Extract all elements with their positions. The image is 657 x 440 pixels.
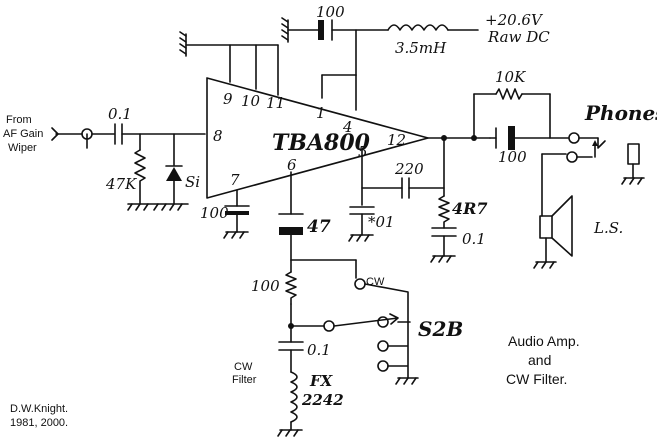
supply-capacitor-label: 100 — [316, 3, 345, 21]
ic-pin-9: 9 — [223, 90, 233, 108]
ground-symbol-input — [127, 203, 189, 211]
pins-1-4-link — [321, 74, 357, 111]
output-capacitor-label: 100 — [498, 148, 527, 166]
title-line-3: CW Filter. — [506, 371, 567, 387]
input-capacitor: 0.1 — [108, 105, 206, 145]
feedback-capacitor-label: 220 — [394, 160, 424, 178]
title-line-2: and — [528, 352, 551, 368]
pin6-capacitor-label: 47 — [307, 217, 331, 237]
author-name: D.W.Knight. — [10, 403, 68, 415]
input-resistor: 47K — [105, 133, 146, 205]
author-year: 1981, 2000. — [10, 417, 68, 429]
ic-pin-8: 8 — [213, 127, 223, 145]
ic-pin-12: 12 — [387, 131, 406, 149]
tba800-ic: TBA800 9 10 11 1 4 8 12 6 7 5 — [206, 77, 429, 199]
svg-text:AF Gain: AF Gain — [3, 128, 43, 140]
ic-pin-6: 6 — [287, 156, 297, 174]
input-label: From AF Gain Wiper — [3, 114, 43, 154]
phones-label: Phones — [584, 101, 657, 125]
input-capacitor-label: 0.1 — [108, 105, 132, 123]
inductor-label: 3.5mH — [395, 39, 447, 57]
input-wire — [51, 127, 115, 149]
pin7-capacitor-label: 100 — [200, 204, 229, 222]
filter-label-cw: CW — [234, 361, 253, 373]
loudspeaker: L.S. — [533, 153, 623, 269]
ic-pin-11: 11 — [266, 94, 285, 112]
switch-s2b: S2B — [333, 283, 463, 385]
output-network: 4R7 0.1 10K 100 — [427, 68, 569, 263]
supply-raw-dc: Raw DC — [487, 28, 550, 46]
pins-to-ground — [179, 31, 279, 96]
ic-pin-10: 10 — [241, 92, 261, 110]
phones-jack: Phones — [541, 101, 657, 185]
input-diode: Si — [165, 133, 200, 205]
pin6-capacitor: 47 — [278, 171, 331, 261]
svg-text:Wiper: Wiper — [8, 142, 37, 154]
filter-inductor-fx: FX — [309, 372, 334, 390]
cw-branch: CW 100 0.1 FX 2242 CW Filter — [232, 259, 385, 437]
pin5-network: 220 *01 — [348, 147, 445, 242]
title-line-1: Audio Amp. — [508, 333, 580, 349]
cw-capacitor-label: 0.1 — [307, 341, 331, 359]
filter-inductor-number: 2242 — [301, 391, 344, 409]
svg-text:From: From — [6, 114, 32, 126]
title-block: Audio Amp. and CW Filter. — [506, 333, 580, 387]
switch-label: S2B — [418, 317, 463, 341]
input-diode-label: Si — [185, 173, 200, 191]
zobel-capacitor-label: 0.1 — [462, 230, 486, 248]
ic-name: TBA800 — [272, 130, 371, 156]
output-resistor-label: 10K — [495, 68, 526, 86]
filter-label-filter: Filter — [232, 374, 257, 386]
zobel-resistor-label: 4R7 — [452, 199, 488, 218]
ic-pin-7: 7 — [230, 171, 240, 189]
ic-pin-1: 1 — [316, 104, 326, 122]
ic-pin-4: 4 — [342, 118, 353, 136]
author-block: D.W.Knight. 1981, 2000. — [10, 403, 68, 429]
pin5-capacitor-label: *01 — [368, 213, 395, 231]
supply-line: 100 3.5mH +20.6V Raw DC — [281, 3, 550, 76]
input-resistor-label: 47K — [105, 175, 137, 193]
supply-voltage: +20.6V — [485, 11, 544, 29]
speaker-label: L.S. — [593, 219, 623, 237]
cw-resistor-label: 100 — [251, 277, 280, 295]
pin7-capacitor: 100 — [200, 189, 250, 239]
